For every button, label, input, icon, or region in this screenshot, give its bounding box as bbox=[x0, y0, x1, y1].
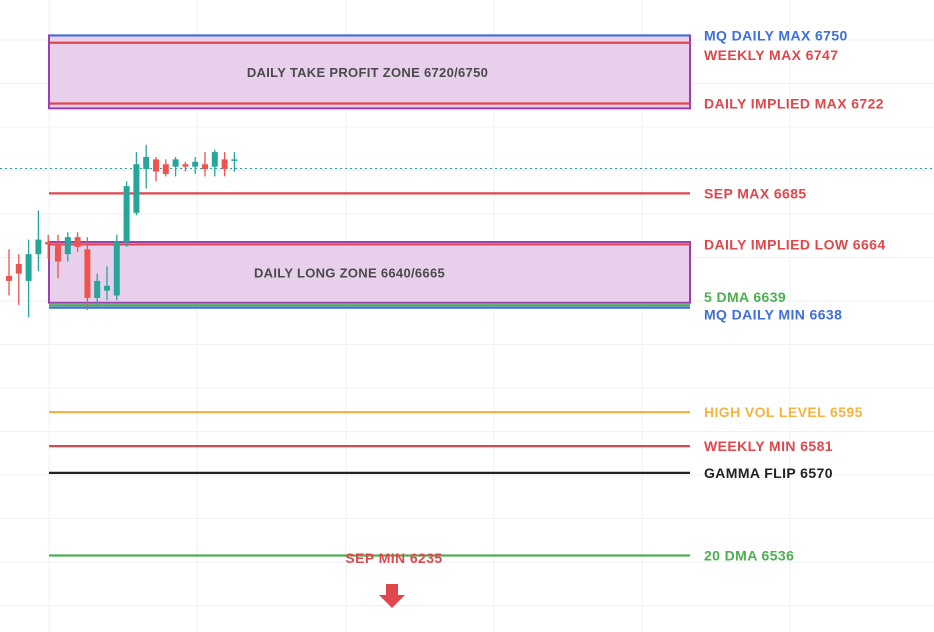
candle-body bbox=[113, 242, 120, 296]
zone-label: DAILY TAKE PROFIT ZONE 6720/6750 bbox=[247, 65, 488, 80]
candle-body bbox=[55, 244, 61, 262]
level-label: DAILY IMPLIED LOW 6664 bbox=[704, 236, 886, 252]
level-label: 5 DMA 6639 bbox=[704, 289, 786, 305]
candles bbox=[6, 144, 238, 318]
level-label: 20 DMA 6536 bbox=[704, 547, 794, 563]
level-label: DAILY IMPLIED MAX 6722 bbox=[704, 96, 884, 112]
level-label: HIGH VOL LEVEL 6595 bbox=[704, 404, 863, 420]
level-label: MQ DAILY MIN 6638 bbox=[704, 307, 842, 323]
candle-body bbox=[15, 263, 22, 274]
candle-body bbox=[94, 280, 101, 298]
candle-body bbox=[6, 276, 12, 281]
candle-body bbox=[231, 159, 238, 161]
zone-label: DAILY LONG ZONE 6640/6665 bbox=[254, 265, 445, 280]
level-lines bbox=[49, 34, 690, 557]
candle-body bbox=[202, 164, 208, 170]
level-label: MQ DAILY MAX 6750 bbox=[704, 27, 848, 43]
zone-box bbox=[48, 34, 691, 110]
level-label: GAMMA FLIP 6570 bbox=[704, 465, 833, 481]
candle-body bbox=[133, 164, 140, 213]
candle-body bbox=[153, 159, 159, 172]
candle-body bbox=[84, 249, 91, 298]
candle-body bbox=[123, 186, 130, 243]
level-label: WEEKLY MIN 6581 bbox=[704, 438, 833, 454]
candle-body bbox=[221, 159, 228, 170]
candle-body bbox=[182, 164, 189, 167]
candle-body bbox=[211, 152, 218, 167]
candle-body bbox=[25, 254, 32, 281]
candle-body bbox=[35, 239, 42, 255]
candle-body bbox=[143, 156, 150, 170]
candle-body bbox=[74, 237, 81, 247]
candle-body bbox=[64, 237, 71, 255]
annotations: SEP MIN 6235 bbox=[345, 550, 442, 608]
level-label: WEEKLY MAX 6747 bbox=[704, 47, 838, 63]
down-arrow-icon bbox=[379, 584, 405, 608]
candle-body bbox=[192, 161, 199, 167]
zone-box bbox=[48, 241, 691, 304]
candle-body bbox=[45, 242, 52, 245]
candle-body bbox=[162, 164, 169, 174]
candle-body bbox=[172, 159, 179, 167]
sep-min-annotation: SEP MIN 6235 bbox=[345, 550, 442, 566]
level-label: SEP MAX 6685 bbox=[704, 185, 807, 201]
candle-body bbox=[104, 285, 110, 291]
